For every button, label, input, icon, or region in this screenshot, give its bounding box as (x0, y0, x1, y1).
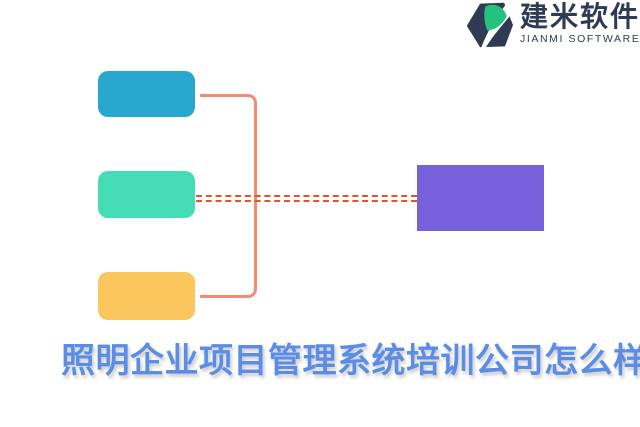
logo-leaf (484, 4, 507, 31)
jianmi-logo-icon (466, 2, 513, 49)
diagram-node-purple (417, 165, 544, 231)
brand-name: 建米软件 (520, 1, 640, 32)
diagram-node-blue (98, 71, 195, 117)
brand-logo-text: 建米软件 JIANMI SOFTWARE (520, 1, 640, 46)
dashed-connector (196, 195, 417, 202)
diagram-node-teal (98, 171, 195, 218)
diagram-node-yellow (98, 272, 195, 320)
brand-subtitle: JIANMI SOFTWARE (520, 33, 640, 45)
brand-logo: 建米软件 JIANMI SOFTWARE (462, 1, 640, 49)
page-title: 照明企业项目管理系统培训公司怎么样 (61, 342, 640, 380)
